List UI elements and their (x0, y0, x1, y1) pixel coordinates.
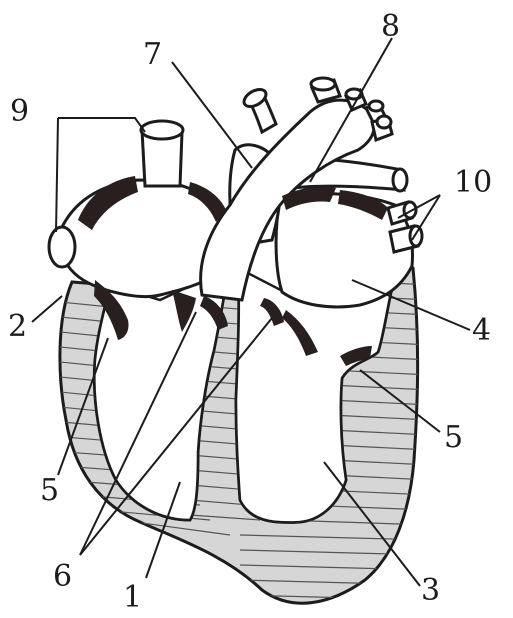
label-5-left: 5 (40, 476, 59, 506)
label-1: 1 (123, 583, 142, 613)
label-5-right: 5 (444, 423, 463, 453)
label-10: 10 (454, 168, 492, 198)
label-6: 6 (53, 562, 72, 592)
label-4: 4 (472, 316, 491, 346)
label-7: 7 (143, 40, 162, 70)
inferior-vena-cava-opening (49, 227, 75, 267)
superior-vena-cava-opening (141, 121, 183, 139)
label-3: 3 (421, 576, 440, 606)
label-8: 8 (381, 12, 400, 42)
label-2: 2 (8, 312, 27, 342)
label-9: 9 (10, 97, 29, 127)
